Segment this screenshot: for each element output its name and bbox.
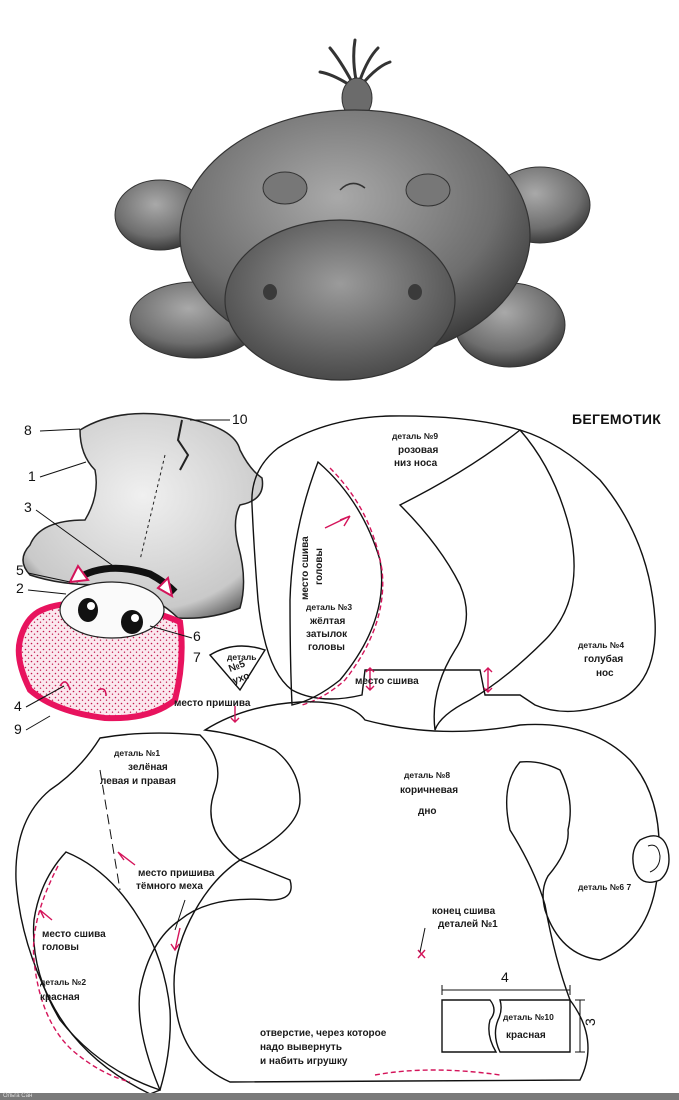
p3-l2: затылок [306,629,348,640]
left-ear [262,171,308,205]
end-seam-l1: конец сшива [432,906,496,917]
dim-height: 3 [582,1018,598,1026]
p1-l2: левая и правая [100,776,176,787]
p5-head: деталь [227,652,257,662]
left-nostril [263,284,277,300]
piece-8-outline [173,701,660,1083]
p10-head: деталь №10 [503,1012,554,1022]
callout-8: 8 [24,422,32,438]
seam-label: место сшива [355,676,419,687]
hippo-snout [224,219,456,381]
dark-fur-l1: место пришива [138,868,215,879]
callout-9: 9 [14,721,22,737]
piece-2-outline [32,851,171,1091]
callout-3: 3 [24,499,32,515]
head-seam-p3-l2: головы [314,548,325,585]
p8-l2: дно [418,806,437,817]
piece-5-outline [208,645,267,692]
callout-1: 1 [28,468,36,484]
footer-bar [0,1093,679,1100]
p3-l1: жёлтая [309,616,345,627]
callout-2: 2 [16,580,24,596]
dark-fur-l2: тёмного меха [136,881,203,892]
p1-l1: зелёная [128,762,168,773]
callout-7: 7 [193,649,201,665]
pattern-pieces [15,415,670,1095]
p4-l1: голубая [584,653,623,665]
toy-face [59,581,165,639]
piece-4-outline [398,429,575,731]
p2-l1: красная [40,992,80,1003]
dim-width: 4 [501,969,509,985]
callout-6: 6 [193,628,201,644]
p9-l1: розовая [398,445,438,456]
piece-1-outline [15,732,292,1095]
piece-10-outline [441,999,571,1053]
end-seam-l2: деталей №1 [438,919,498,930]
opening-l3: и набить игрушку [260,1055,348,1067]
toy-ear-right [156,576,174,598]
hippo-illustration [114,38,591,381]
hair-tuft [318,38,392,119]
p8-l1: коричневая [400,785,458,796]
callout-10: 10 [232,411,248,427]
piece-67-shape [632,835,670,883]
p67-head: деталь №6 7 [578,882,631,892]
p10-l1: красная [506,1030,546,1041]
callout-4: 4 [14,698,22,714]
assembled-toy-diagram [15,412,264,722]
labels: деталь №9 розовая низ носа место сшива г… [40,431,631,1067]
head-seam-p3-l1: место сшива [300,536,311,600]
attach-label: место пришива [174,698,251,709]
p1-head: деталь №1 [114,748,160,758]
opening-l2: надо вывернуть [260,1042,342,1053]
p9-head: деталь №9 [392,431,438,441]
piece-3-outline [289,460,383,706]
p9-l2: низ носа [394,458,438,469]
pattern-title: БЕГЕМОТИК [572,411,661,427]
piece-9-outline [251,415,656,713]
p4-head: деталь №4 [578,640,624,650]
opening-l1: отверстие, через которое [260,1028,387,1039]
toy-eye-left [78,598,98,622]
p5-l2: ухо [231,671,251,687]
toy-ear-left [68,564,90,584]
head-seam-p2-l2: головы [42,942,79,953]
p2-head: деталь №2 [40,977,86,987]
callout-5: 5 [16,562,24,578]
footer-credit: Ольга Сан [3,1093,33,1099]
callouts: 8 10 1 3 5 2 6 7 4 9 [14,411,248,737]
piece-2-seam [32,865,131,1083]
p4-l2: нос [596,668,614,679]
right-ear [405,173,451,207]
toy-eye-right [121,610,143,634]
p3-l3: головы [308,642,345,653]
toy-head-fur [22,412,264,620]
head-seam-p2-l1: место сшива [42,929,106,940]
right-nostril [408,284,422,300]
p8-head: деталь №8 [404,770,450,780]
p3-head: деталь №3 [306,602,352,612]
